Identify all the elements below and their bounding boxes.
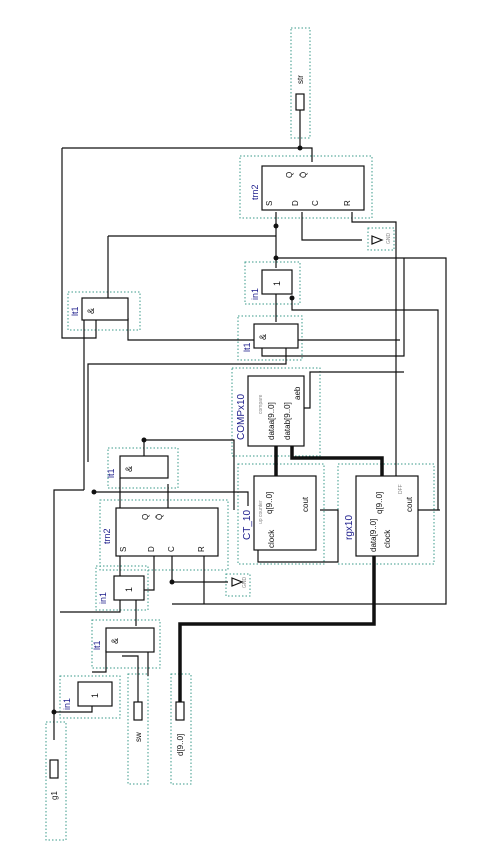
pin-clock: clock <box>267 529 276 548</box>
block-label: lt1 <box>106 468 116 478</box>
pin-aeb: aeb <box>293 386 302 400</box>
register[interactable]: q[9..0] cout data[9..0] clock DFF rgx10 <box>344 475 419 557</box>
pin-q: Q <box>141 514 150 520</box>
pin-s: S <box>119 547 128 552</box>
comparator[interactable]: dataa[9..0] datab[9..0] aeb compare COMP… <box>236 375 305 447</box>
and-gate-left[interactable]: & lt1 <box>70 297 129 321</box>
output-port[interactable]: str <box>295 75 305 111</box>
inverter-top[interactable]: 1 in1 <box>250 269 293 300</box>
and-sym: & <box>110 638 120 644</box>
pin-cout: cout <box>405 496 414 512</box>
inverter-bottom[interactable]: 1 in1 <box>62 681 113 710</box>
input-port-label: sw <box>134 732 143 742</box>
block-label: trn2 <box>250 184 260 200</box>
block-label: lt1 <box>70 306 80 316</box>
block-frames <box>45 27 435 841</box>
pin-qn: Q̄ <box>299 172 308 178</box>
pin-r: R <box>197 546 206 552</box>
block-label: trn2 <box>102 528 112 544</box>
inv-sym: 1 <box>272 281 282 286</box>
trigger-top[interactable]: Q Q̄ S D C R trn2 <box>250 165 365 211</box>
block-label: in1 <box>62 698 72 710</box>
input-port-d[interactable]: d[9..0] <box>175 701 185 756</box>
inv-sym: 1 <box>90 693 100 698</box>
pin-c: C <box>311 200 320 206</box>
gnd-bottom: GND <box>231 577 248 589</box>
block-label: in1 <box>98 592 108 604</box>
block-label: lt1 <box>242 342 252 352</box>
pin-cout: cout <box>301 496 310 512</box>
block-label: in1 <box>250 288 260 300</box>
input-port-label: d[9..0] <box>176 734 185 756</box>
gnd-label: GND <box>242 577 248 589</box>
gnd-label: GND <box>386 233 392 245</box>
pin-q: Q <box>285 172 294 178</box>
pin-q-bus: q[9..0] <box>265 492 274 514</box>
block-label: lt1 <box>92 640 102 650</box>
sub-label: compare <box>258 394 264 414</box>
input-port-label: g1 <box>50 791 59 800</box>
block-label: COMPx10 <box>236 393 247 440</box>
pin-s: S <box>265 201 274 206</box>
and-sym: & <box>124 466 134 472</box>
pin-d: D <box>147 546 156 552</box>
wires <box>51 108 447 740</box>
block-label: rgx10 <box>344 515 355 540</box>
block-label: CT_10 <box>242 510 253 540</box>
and-gate-upper[interactable]: & lt1 <box>242 323 299 352</box>
pin-qn: Q̄ <box>155 514 164 520</box>
output-port-label: str <box>296 75 305 84</box>
sub-label: up counter <box>258 500 264 524</box>
and-sym: & <box>258 334 268 340</box>
pin-datab: datab[9..0] <box>283 402 292 440</box>
pin-r: R <box>343 200 352 206</box>
pin-data-bus: data[9..0] <box>369 519 378 552</box>
input-port-g1[interactable]: g1 <box>49 759 59 800</box>
and-sym: & <box>86 308 96 314</box>
gnd-top: GND <box>371 233 392 245</box>
pin-c: C <box>167 546 176 552</box>
trigger-mid[interactable]: Q Q̄ S D C R trn2 <box>102 507 219 557</box>
inv-sym: 1 <box>124 587 134 592</box>
sub-label: DFF <box>398 484 404 494</box>
pin-clock: clock <box>383 529 392 548</box>
inverter-mid[interactable]: 1 in1 <box>98 575 145 604</box>
and-gate-bottom[interactable]: & lt1 <box>92 627 155 653</box>
pin-q-bus: q[9..0] <box>375 492 384 514</box>
pin-dataa: dataa[9..0] <box>267 402 276 440</box>
and-gate-mid[interactable]: & lt1 <box>106 455 169 479</box>
input-port-sw[interactable]: sw <box>133 701 143 742</box>
counter[interactable]: q[9..0] cout clock up counter CT_10 <box>242 475 317 551</box>
pin-d: D <box>291 200 300 206</box>
